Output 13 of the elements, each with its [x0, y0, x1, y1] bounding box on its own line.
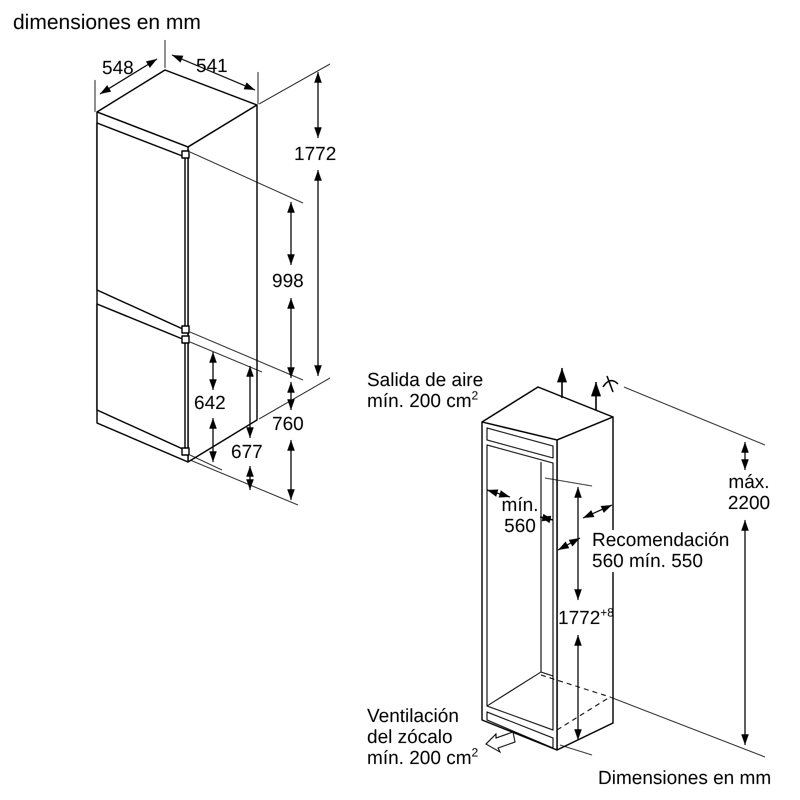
- dimension-label: 677: [231, 442, 263, 463]
- dimension-label: 760: [272, 414, 304, 435]
- dimension-label: 541: [196, 56, 228, 77]
- dimension-label: 998: [272, 271, 304, 292]
- note-text: Ventilación del zócalo mín. 200 cm$^{2}$: [367, 706, 480, 769]
- caption: Dimensiones en mm: [598, 768, 772, 789]
- dimension-label: 548: [102, 58, 134, 79]
- dimension-label: máx. 2200: [726, 472, 772, 514]
- dimension-label: 642: [194, 393, 226, 414]
- note-text: Salida de aire mín. 200 cm$^{2}$: [367, 370, 484, 412]
- title: dimensiones en mm: [13, 12, 201, 33]
- dimension-label: 1772: [294, 144, 336, 165]
- dimension-label: mín. 560: [500, 495, 540, 537]
